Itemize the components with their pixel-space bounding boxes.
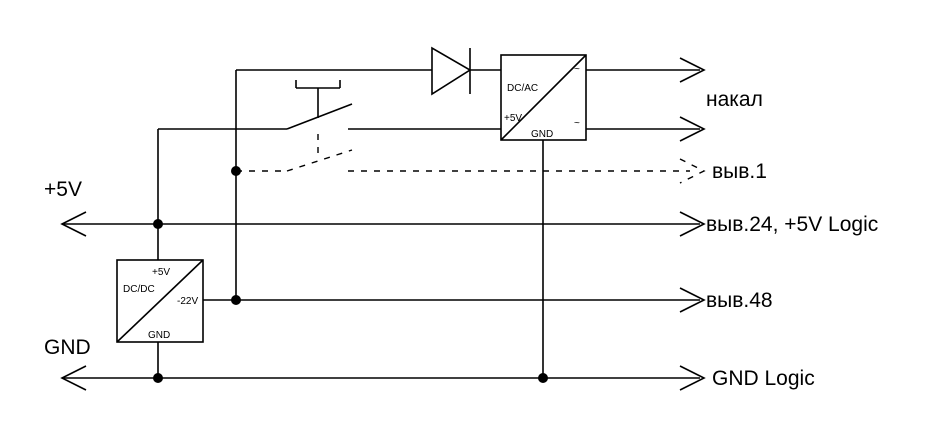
junction-dot [231,166,241,176]
dcac-converter: DC/AC +5V GND ~ ~ [500,54,587,141]
nakal-label: накал [706,88,763,111]
middle-vertical-wire [235,69,432,300]
dcac-gnd-label: GND [531,129,553,140]
gnd-rail [60,365,706,391]
dcac-ac-top-label: ~ [574,64,580,75]
junction-dots [153,166,548,383]
plus5v-rail [60,211,706,237]
dcac-plus5v-label: +5V [504,113,522,124]
pin24-label: выв.24, +5V Logic [706,213,878,236]
push-button-switch [286,80,501,160]
dcdc-plus5v-label: +5V [152,267,170,278]
junction-dot [538,373,548,383]
dcdc-converter: DC/DC +5V -22V GND [116,259,204,343]
junction-dot [231,295,241,305]
pin1-dashed-line [236,149,706,184]
nakal-outputs [586,57,706,142]
pin48-label: выв.48 [706,289,773,312]
left-vertical-wire [157,128,287,378]
junction-dot [153,219,163,229]
plus5v-label: +5V [44,178,82,201]
junction-dot [153,373,163,383]
dcdc-gnd-label: GND [148,330,170,341]
dcdc-minus22v-label: -22V [177,296,198,307]
dcdc-title: DC/DC [123,284,155,295]
diode [431,46,501,96]
pin48-line [203,287,706,313]
gnd-label: GND [44,336,91,359]
dcac-ac-bottom-label: ~ [574,118,580,129]
gnd-logic-label: GND Logic [712,367,815,390]
dcac-title: DC/AC [507,83,538,94]
pin1-label: выв.1 [712,160,767,183]
